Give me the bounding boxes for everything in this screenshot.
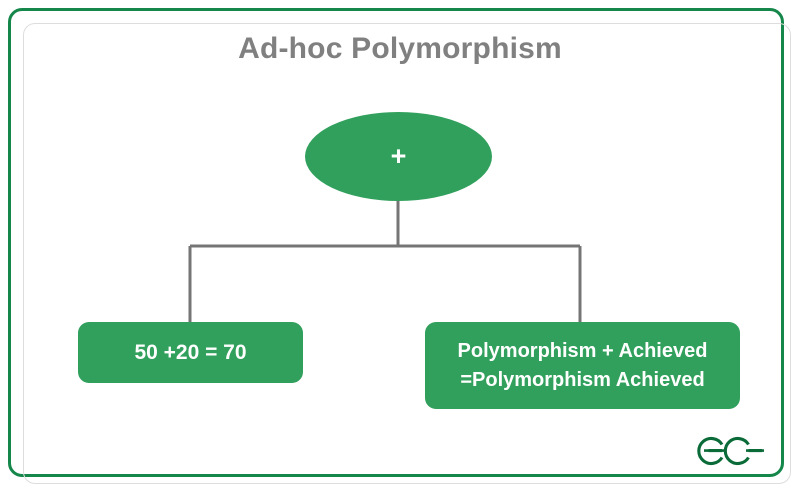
node-leaf-numeric-addition[interactable]: 50 +20 = 70 (78, 322, 303, 383)
node-leaf-right-line-1: Polymorphism + Achieved (457, 339, 708, 362)
node-root-operator[interactable]: + (305, 112, 492, 201)
page-title: Ad-hoc Polymorphism (238, 32, 562, 65)
node-leaf-right-line-2: =Polymorphism Achieved (460, 368, 705, 391)
plus-operator-icon: + (390, 141, 407, 171)
node-leaf-left-line-1: 50 +20 = 70 (134, 340, 247, 364)
node-leaf-polymorphism-concat[interactable]: Polymorphism + Achieved =Polymorphism Ac… (425, 322, 740, 409)
geeksforgeeks-logo (697, 437, 764, 465)
